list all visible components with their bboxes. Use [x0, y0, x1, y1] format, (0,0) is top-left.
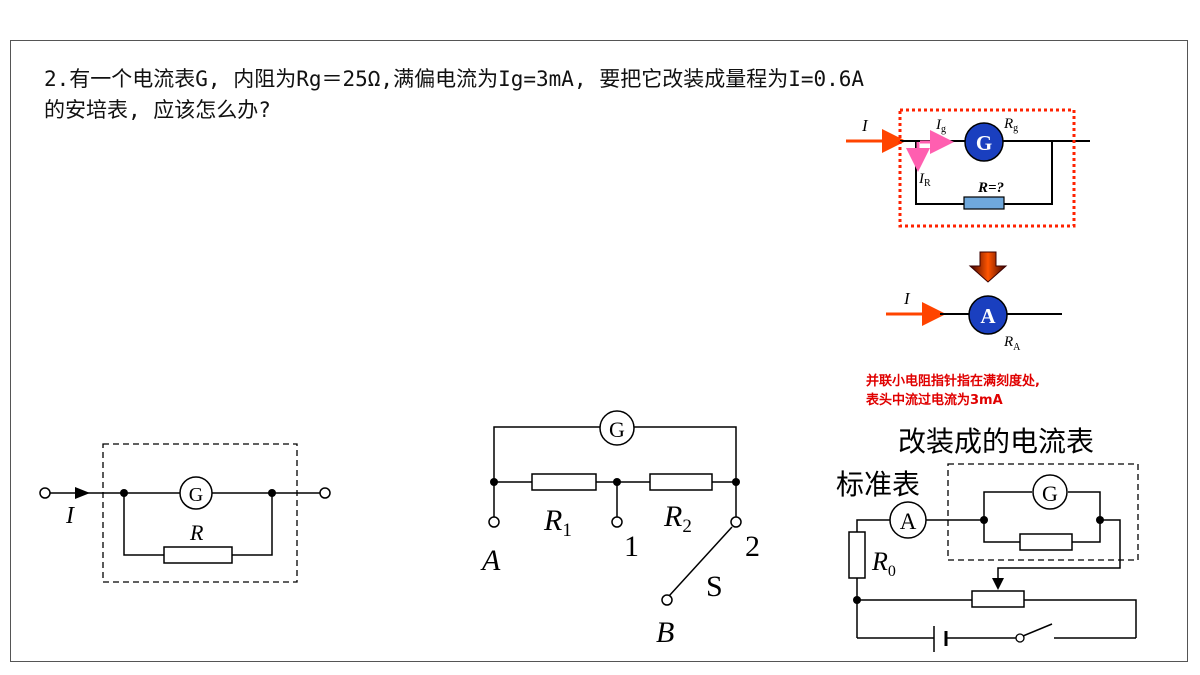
- standard-meter-label: 标准表: [836, 468, 920, 501]
- middle-panel: [482, 406, 762, 656]
- shunt-resistor-left: [163, 546, 233, 564]
- resistor-r0: [848, 531, 866, 579]
- current-label: I: [861, 116, 869, 135]
- terminal-b-label: B: [656, 616, 674, 649]
- question-line-2: 的安培表, 应该怎么办?: [44, 98, 271, 122]
- converted-ammeter-title: 改装成的电流表: [898, 425, 1094, 458]
- terminal-a: [488, 516, 500, 528]
- slide-frame: [10, 40, 1188, 662]
- galvanometer-middle-symbol: G: [609, 417, 625, 442]
- standard-ammeter-symbol: A: [900, 509, 917, 534]
- question-text: 2.有一个电流表G, 内阻为Rg＝25Ω,满偏电流为Ig=3mA, 要把它改装成…: [44, 64, 864, 126]
- dotted-boundary: [898, 108, 1076, 228]
- rheostat: [971, 590, 1025, 608]
- current-label-left: I: [65, 503, 75, 529]
- terminal-1-label: 1: [624, 530, 639, 563]
- galvanometer-symbol: G: [976, 131, 992, 155]
- shunt-resistor-label: R=?: [977, 180, 1004, 196]
- resistor-label-left: R: [189, 520, 204, 545]
- ra-label: RA: [1003, 334, 1021, 353]
- ir-label: IR: [918, 171, 931, 189]
- shunt-resistor: [963, 196, 1005, 210]
- dashed-box-right: [947, 463, 1139, 561]
- rg-label: Rg: [1003, 116, 1018, 134]
- ammeter-symbol: A: [980, 304, 996, 328]
- ammeter-current-label: I: [903, 289, 911, 308]
- explanation-note: 并联小电阻指针指在满刻度处, 表头中流过电流为3mA: [866, 372, 1040, 410]
- note-line-2: 表头中流过电流为3mA: [866, 393, 1003, 408]
- terminal-b: [661, 594, 673, 606]
- switch-label: S: [706, 570, 723, 603]
- switch-right: [1022, 623, 1053, 637]
- galvanometer-middle-icon: [599, 410, 635, 446]
- terminal-2-label: 2: [745, 530, 760, 563]
- terminal-2: [730, 516, 742, 528]
- dashed-box-left: [102, 443, 298, 583]
- terminal-a-label: A: [480, 544, 501, 577]
- terminal-left-out: [319, 487, 331, 499]
- galvanometer-icon: [964, 122, 1004, 162]
- terminal-1: [611, 516, 623, 528]
- galvanometer-right-symbol: G: [1042, 481, 1058, 506]
- switch-right-terminal: [1015, 633, 1025, 643]
- galvanometer-left-symbol: G: [189, 484, 203, 506]
- switch-s: [668, 526, 733, 597]
- r2-label: R2: [663, 500, 692, 537]
- ig-label: Ig: [935, 117, 946, 135]
- r1-label: R1: [543, 504, 572, 541]
- note-line-1: 并联小电阻指针指在满刻度处,: [866, 374, 1040, 389]
- shunt-resistor-right: [1019, 533, 1073, 551]
- down-arrow-icon: [968, 251, 1008, 283]
- galvanometer-right-icon: [1032, 474, 1068, 510]
- ammeter-icon: [968, 295, 1008, 335]
- question-line-1: 2.有一个电流表G, 内阻为Rg＝25Ω,满偏电流为Ig=3mA, 要把它改装成…: [44, 67, 865, 91]
- r0-label: R0: [871, 547, 896, 580]
